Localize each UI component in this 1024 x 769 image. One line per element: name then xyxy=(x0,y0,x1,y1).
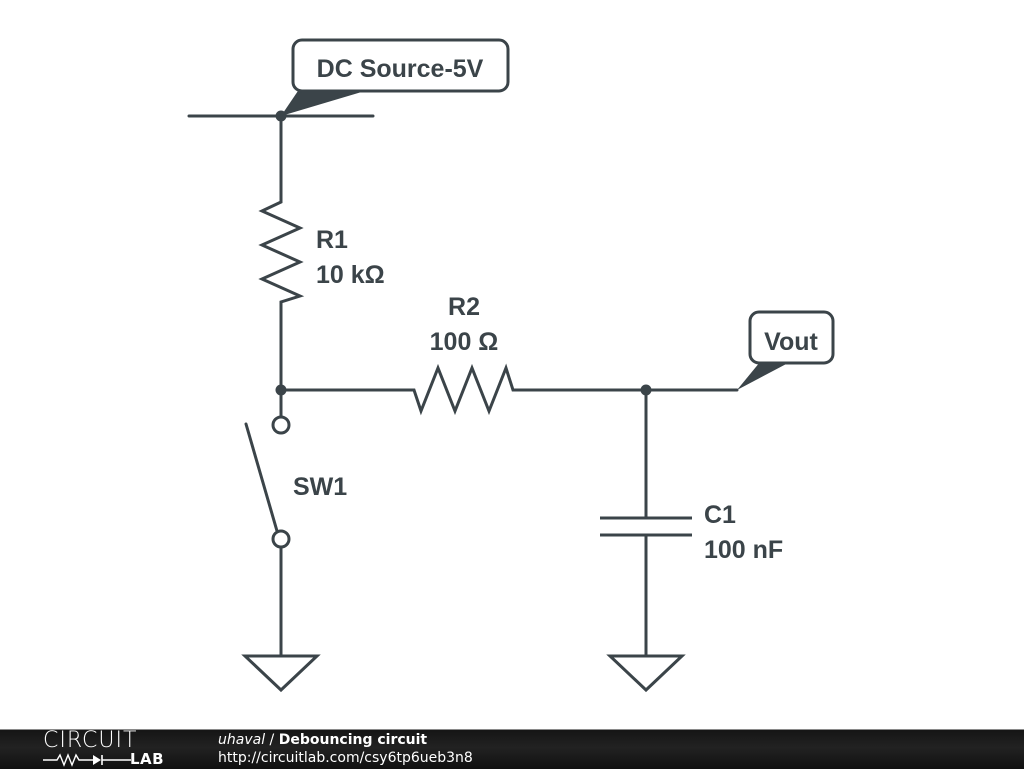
vout-flag-label: Vout xyxy=(764,328,818,356)
vout-flag-pointer xyxy=(737,362,790,390)
resistor-r2-value: 100 Ω xyxy=(430,328,499,356)
footer-separator: / xyxy=(265,732,279,748)
capacitor-c1-value: 100 nF xyxy=(704,536,783,564)
resistor-r1-ref: R1 xyxy=(316,226,348,254)
ground-left xyxy=(241,654,321,693)
switch-sw1-bottom-terminal xyxy=(271,529,291,549)
circuitlab-logo[interactable]: CIRCUIT LAB xyxy=(40,728,180,769)
logo-lab-text: LAB xyxy=(130,750,165,768)
switch-sw1-top-terminal xyxy=(271,415,291,435)
switch-sw1-ref: SW1 xyxy=(293,473,347,501)
footer-bar: CIRCUIT LAB uhaval / Debouncing circuit … xyxy=(0,729,1024,769)
circuit-schematic: DC Source-5V R1 10 kΩ R2 100 Ω Vout SW1 xyxy=(187,38,835,693)
dc-source-node[interactable]: DC Source-5V xyxy=(187,38,510,122)
ground-right-icon xyxy=(606,654,686,693)
resistor-r2-ref: R2 xyxy=(448,293,480,321)
footer-info: uhaval / Debouncing circuit http://circu… xyxy=(218,731,473,767)
capacitor-c1-ref: C1 xyxy=(704,501,736,529)
ground-right xyxy=(606,654,686,693)
footer-url-link[interactable]: http://circuitlab.com/csy6tp6ueb3n8 xyxy=(218,750,473,766)
footer-author-link[interactable]: uhaval xyxy=(218,732,266,748)
ground-left-icon xyxy=(241,654,321,693)
resistor-r1-value: 10 kΩ xyxy=(316,261,385,289)
source-flag-label: DC Source-5V xyxy=(317,55,484,83)
switch-sw1-lever xyxy=(244,422,279,533)
logo-resistor-diode-icon xyxy=(43,753,131,767)
capacitor-c1[interactable]: C1 100 nF xyxy=(600,501,783,564)
resistor-r2[interactable]: R2 100 Ω xyxy=(412,293,516,416)
vout-flag-box xyxy=(748,310,835,365)
footer-title-line: uhaval / Debouncing circuit xyxy=(218,731,473,749)
logo-circuit-text: CIRCUIT xyxy=(43,728,138,753)
vout-node[interactable]: Vout xyxy=(737,310,835,390)
resistor-r1-symbol xyxy=(258,200,305,304)
source-flag-pointer xyxy=(281,85,375,116)
resistor-r2-symbol xyxy=(412,363,516,416)
switch-sw1[interactable]: SW1 xyxy=(244,388,347,549)
footer-circuit-title[interactable]: Debouncing circuit xyxy=(278,732,428,748)
resistor-r1[interactable]: R1 10 kΩ xyxy=(258,200,385,304)
source-flag-box xyxy=(291,38,510,93)
